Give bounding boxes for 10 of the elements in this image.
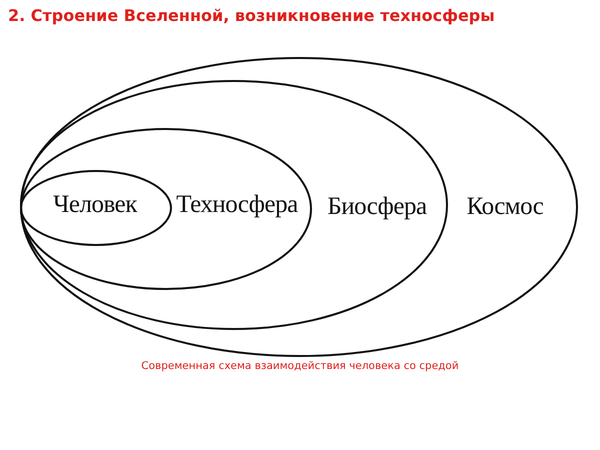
ellipse-region [20, 57, 578, 357]
region-label: Техносфера [176, 191, 298, 219]
ellipse-region [20, 80, 448, 330]
ellipse-region [20, 128, 312, 290]
region-label: Биосфера [327, 193, 427, 221]
title: 2. Строение Вселенной, возникновение техносферы [8, 6, 495, 25]
caption: Современная схема взаимодействия человека со средой [140, 360, 460, 372]
ellipse-region [20, 170, 172, 246]
region-label: Космос [466, 193, 544, 221]
region-label: Человек [53, 191, 137, 219]
